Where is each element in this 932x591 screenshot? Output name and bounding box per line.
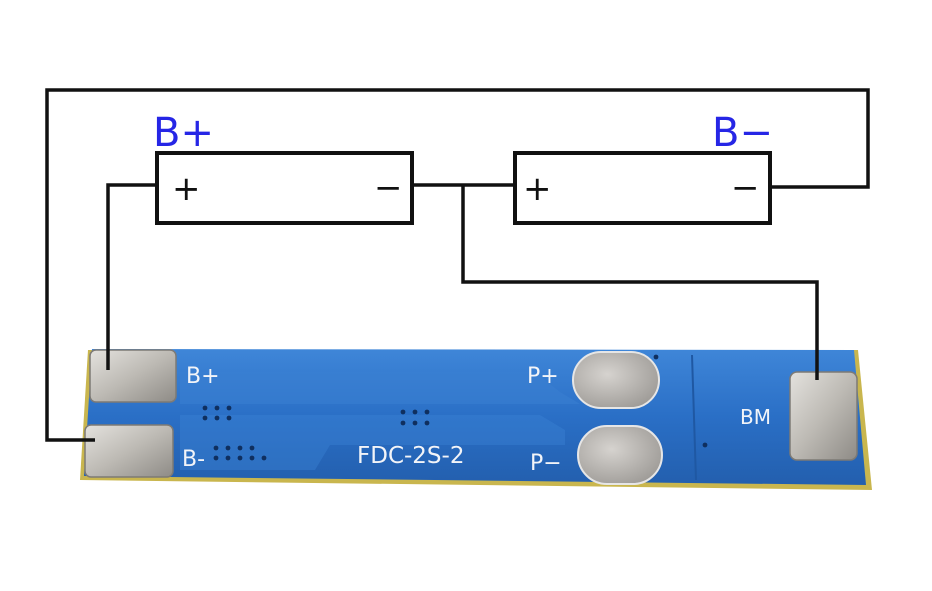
wire-b-plus	[106, 183, 157, 370]
pad-b-minus	[84, 424, 174, 478]
pad-bm	[789, 371, 858, 461]
battery-1-minus: −	[374, 168, 403, 208]
wire-b-minus	[45, 88, 870, 442]
protection-board: B+ B- P+ P− BM FDC-2S-2	[80, 349, 872, 490]
terminal-label-b-plus: B+	[153, 110, 214, 156]
silk-p-minus: P−	[530, 451, 562, 476]
via-single	[653, 354, 659, 360]
battery-2: + − B−	[513, 110, 773, 225]
silk-b-plus: B+	[186, 364, 220, 389]
battery-2-plus: +	[523, 169, 552, 209]
battery-2-body	[513, 151, 772, 225]
pad-p-minus	[577, 425, 663, 485]
terminal-label-b-minus: B−	[712, 110, 773, 156]
silk-bm: BM	[740, 405, 771, 429]
pcb-trace-upper	[180, 372, 580, 404]
battery-2-minus: −	[731, 168, 760, 208]
wire-bm	[461, 185, 819, 380]
silk-p-plus: P+	[527, 364, 559, 389]
board-model-label: FDC-2S-2	[357, 443, 464, 469]
pad-p-plus	[572, 351, 660, 409]
silk-b-minus: B-	[182, 447, 205, 472]
via-group-lower	[213, 445, 267, 461]
battery-1-plus: +	[172, 169, 201, 209]
via-group-left	[202, 405, 232, 421]
battery-1: + − B+	[153, 110, 414, 225]
pad-b-plus	[89, 349, 177, 403]
battery-1-body	[155, 151, 414, 225]
via-group-center	[400, 409, 430, 426]
via-single	[702, 442, 708, 448]
pcb-trace-lower	[180, 415, 565, 470]
pcb-divider	[691, 354, 697, 481]
wiring	[45, 88, 870, 442]
